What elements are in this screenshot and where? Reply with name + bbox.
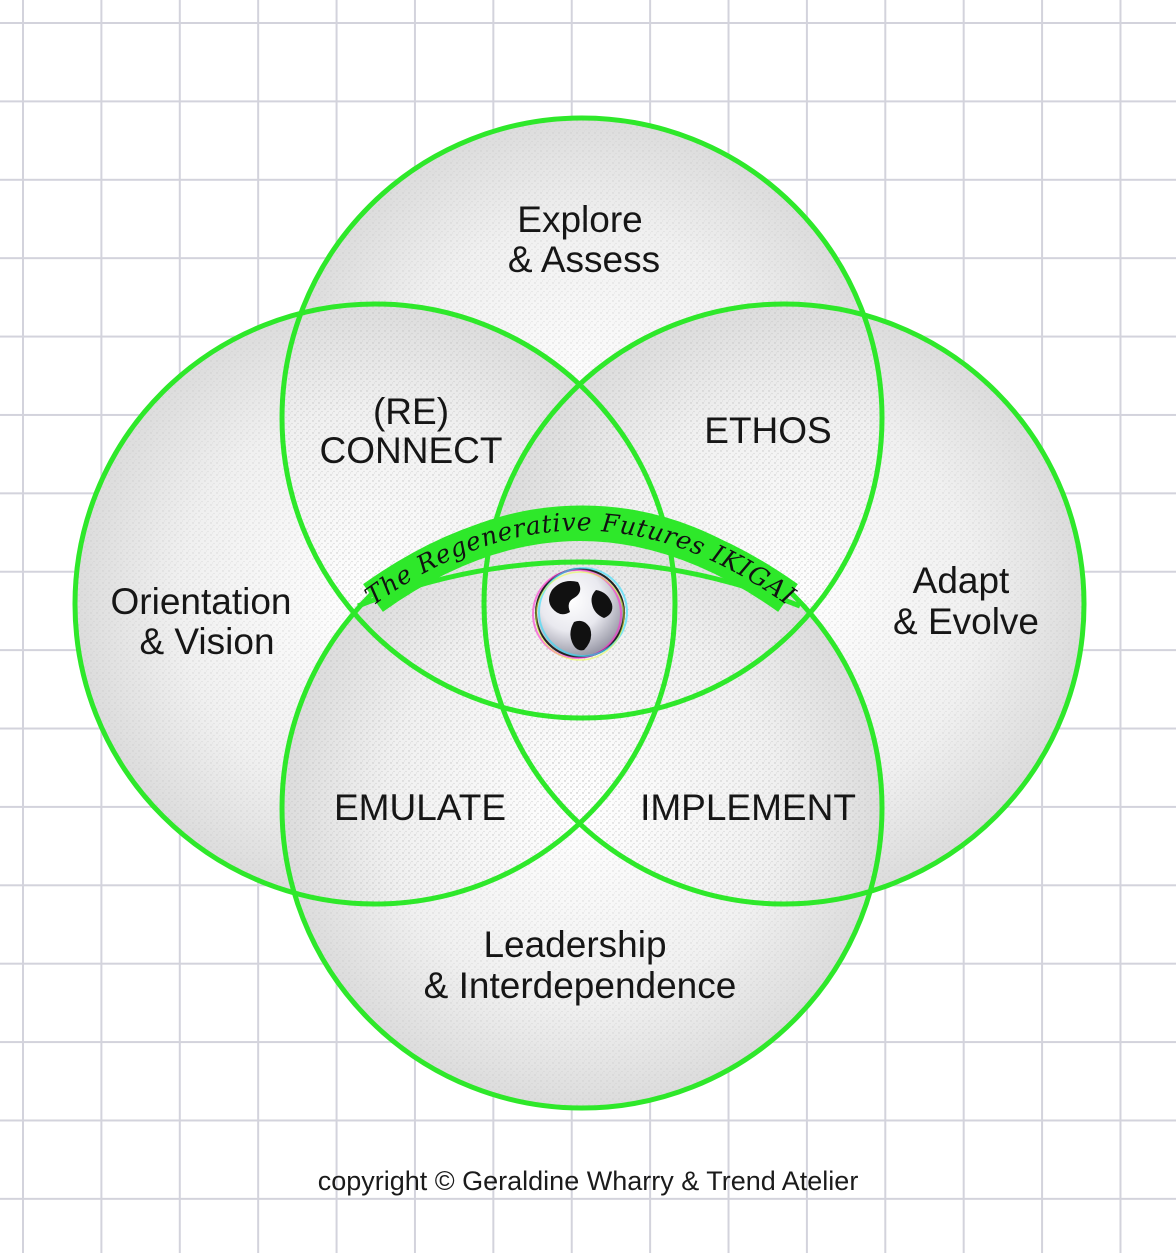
label-ethos: ETHOS	[704, 410, 831, 451]
label-orientation: Orientation	[111, 581, 292, 622]
label-emulate: EMULATE	[334, 787, 506, 828]
copyright-text: copyright © Geraldine Wharry & Trend Ate…	[317, 1166, 859, 1196]
label-explore: Explore	[517, 199, 642, 240]
right-circle	[481, 301, 1087, 907]
region-labels: Explore & Assess Orientation & Vision Ad…	[111, 199, 1040, 1006]
label-interdependence: & Interdependence	[424, 965, 737, 1006]
label-connect: CONNECT	[320, 430, 503, 471]
label-evolve: & Evolve	[893, 601, 1039, 642]
label-vision: & Vision	[139, 621, 274, 662]
label-re: (RE)	[373, 391, 449, 432]
label-assess: & Assess	[508, 239, 660, 280]
left-circle	[72, 301, 678, 907]
top-circle	[279, 115, 885, 721]
label-adapt: Adapt	[913, 560, 1010, 601]
globe-icon	[532, 567, 628, 661]
label-implement: IMPLEMENT	[640, 787, 856, 828]
label-leadership: Leadership	[483, 924, 666, 965]
